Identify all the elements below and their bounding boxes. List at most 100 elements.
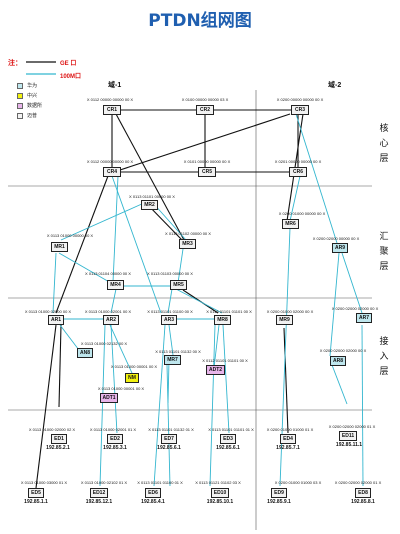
addr-CR2: X 0100 00000 00000 03 X [181, 97, 229, 102]
node-CR3[interactable]: CR3 [291, 105, 309, 115]
node-MR5[interactable]: MR5 [170, 280, 187, 290]
addr-ADT2: X 0112 01101 01101 00 X [202, 358, 248, 363]
node-ED2[interactable]: ED2 [107, 434, 123, 444]
addr-MR1: X 0113 01000 00000 00 X [46, 233, 94, 238]
node-MR1[interactable]: MR1 [51, 242, 68, 252]
addr-CR1: X 0112 00000 00000 00 X [86, 97, 134, 102]
addr-ED8: X 0200 02000 02000 01 X [334, 480, 382, 485]
node-MR2[interactable]: MR2 [141, 200, 158, 210]
ip-ED9: 192.85.9.1 [267, 499, 291, 505]
legend-ge-label: GE 口 [60, 61, 77, 67]
layer-access-label: 接入层 [379, 337, 389, 377]
node-ED4[interactable]: ED4 [280, 434, 296, 444]
node-CR6[interactable]: CR6 [289, 167, 307, 177]
legend-fe-label: 100M口 [60, 74, 82, 80]
addr-ED10: X 0113 01121 01102 03 X [195, 480, 241, 485]
addr-MR8: X 0113 01101 01101 00 X [206, 309, 252, 314]
vendor-zte-swatch [17, 93, 23, 99]
vendor-datainst-swatch [17, 103, 23, 109]
addr-ED5: X 0113 01000 03000 01 X [20, 480, 68, 485]
ip-ED11: 192.85.11.1 [335, 442, 363, 448]
node-ED1[interactable]: ED1 [51, 434, 67, 444]
ip-ED3: 192.85.6.1 [216, 445, 240, 451]
node-ADT1[interactable]: ADT1 [100, 393, 118, 403]
addr-AR2: X 0113 01000 02001 00 X [84, 309, 132, 314]
addr-CR3: X 0200 00000 00000 00 X [276, 97, 324, 102]
addr-MR2: X 0113 01101 00000 00 X [129, 194, 175, 199]
legend-note: 注： [8, 60, 22, 67]
node-CR5[interactable]: CR5 [198, 167, 216, 177]
addr-AR8: X 0200 02000 02000 00 X [319, 348, 367, 353]
node-AR8[interactable]: AR8 [330, 356, 346, 366]
node-ED6[interactable]: ED6 [145, 488, 161, 498]
addr-NM: X 0113 01000 00001 00 X [110, 364, 158, 369]
node-MR3[interactable]: MR3 [179, 239, 196, 249]
addr-ADT1: X 0113 01000 00001 00 X [97, 386, 145, 391]
ip-ED5: 192.85.1.1 [24, 499, 48, 505]
ip-ED7: 192.85.6.1 [157, 445, 181, 451]
addr-MR4: X 0113 01104 00000 00 X [85, 271, 131, 276]
ip-ED2: 192.85.3.1 [103, 445, 127, 451]
node-CR2[interactable]: CR2 [196, 105, 214, 115]
node-AR3[interactable]: AR3 [161, 315, 177, 325]
node-AR7[interactable]: AR7 [356, 313, 372, 323]
addr-MR7: X 0113 01101 01132 00 X [155, 349, 201, 354]
node-ED9[interactable]: ED9 [271, 488, 287, 498]
node-MR9[interactable]: MR9 [276, 315, 293, 325]
addr-MR5: X 0113 01103 00000 00 X [147, 271, 193, 276]
addr-AR1: X 0113 01000 02000 00 X [24, 309, 72, 314]
ip-ED12: 192.85.12.1 [85, 499, 113, 505]
addr-CR6: X 0201 00000 00000 00 X [274, 159, 322, 164]
node-ED8[interactable]: ED8 [355, 488, 371, 498]
node-CR4[interactable]: CR4 [103, 167, 121, 177]
node-ADT2[interactable]: ADT2 [206, 365, 225, 375]
node-CR1[interactable]: CR1 [103, 105, 121, 115]
addr-AR3: X 0113 01101 01100 00 X [147, 309, 193, 314]
addr-MR9: X 0200 01000 02000 00 X [266, 309, 314, 314]
layer-core-label: 核心层 [379, 124, 389, 164]
node-AN8[interactable]: AN8 [77, 348, 93, 358]
layer-aggregation-label: 汇聚层 [379, 232, 389, 272]
addr-ED2: X 0113 01000 02001 01 X [89, 427, 137, 432]
node-ED7[interactable]: ED7 [161, 434, 177, 444]
node-MR7[interactable]: MR7 [164, 355, 181, 365]
addr-ED6: X 0113 01101 01100 01 X [137, 480, 183, 485]
node-ED3[interactable]: ED3 [220, 434, 236, 444]
ip-ED1: 192.85.2.1 [46, 445, 70, 451]
legend-vendor-maipu: 迈普 [27, 113, 38, 119]
addr-CR5: X 0101 00000 00000 00 X [183, 159, 231, 164]
node-AR9[interactable]: AR9 [332, 243, 348, 253]
addr-ED7: X 0113 01101 01132 01 X [148, 427, 194, 432]
node-MR4[interactable]: MR4 [107, 280, 124, 290]
node-ED12[interactable]: ED12 [90, 488, 108, 498]
node-AR1[interactable]: AR1 [48, 315, 64, 325]
addr-ED9: X 0200 01000 01000 03 X [274, 480, 322, 485]
addr-MR6: X 0200 01000 00000 00 X [278, 211, 326, 216]
node-ED5[interactable]: ED5 [28, 488, 44, 498]
domain-2-label: 域-2 [328, 82, 342, 89]
legend-vendor-zte: 中兴 [27, 93, 38, 99]
node-NM[interactable]: NM [125, 373, 139, 383]
addr-CR4: X 0112 00000 00000 00 X [86, 159, 134, 164]
node-ED10[interactable]: ED10 [211, 488, 229, 498]
page-title: PTDN组网图 [148, 11, 252, 31]
addr-MR3: X 0113 01102 00000 00 X [165, 231, 211, 236]
addr-AR7: X 0200 02000 02000 00 X [331, 306, 379, 311]
addr-ED4: X 0200 01000 01000 01 X [266, 427, 314, 432]
addr-ED12: X 0113 01000 02102 01 X [80, 480, 128, 485]
ip-ED6: 192.85.4.1 [141, 499, 165, 505]
node-MR6[interactable]: MR6 [282, 219, 299, 229]
node-ED11[interactable]: ED11 [339, 431, 357, 441]
domain-1-label: 域-1 [108, 82, 122, 89]
addr-AN8: X 0113 01000 02132 00 X [80, 341, 128, 346]
node-AR2[interactable]: AR2 [103, 315, 119, 325]
addr-ED1: X 0113 01000 02000 02 X [28, 427, 76, 432]
addr-AR9: X 0200 02000 00000 00 X [312, 236, 360, 241]
node-MR8[interactable]: MR8 [214, 315, 231, 325]
addr-ED3: X 0113 01101 01101 01 X [208, 427, 254, 432]
legend-vendor-huawei: 华为 [27, 83, 38, 89]
ip-ED10: 192.85.10.1 [206, 499, 234, 505]
vendor-huawei-swatch [17, 83, 23, 89]
